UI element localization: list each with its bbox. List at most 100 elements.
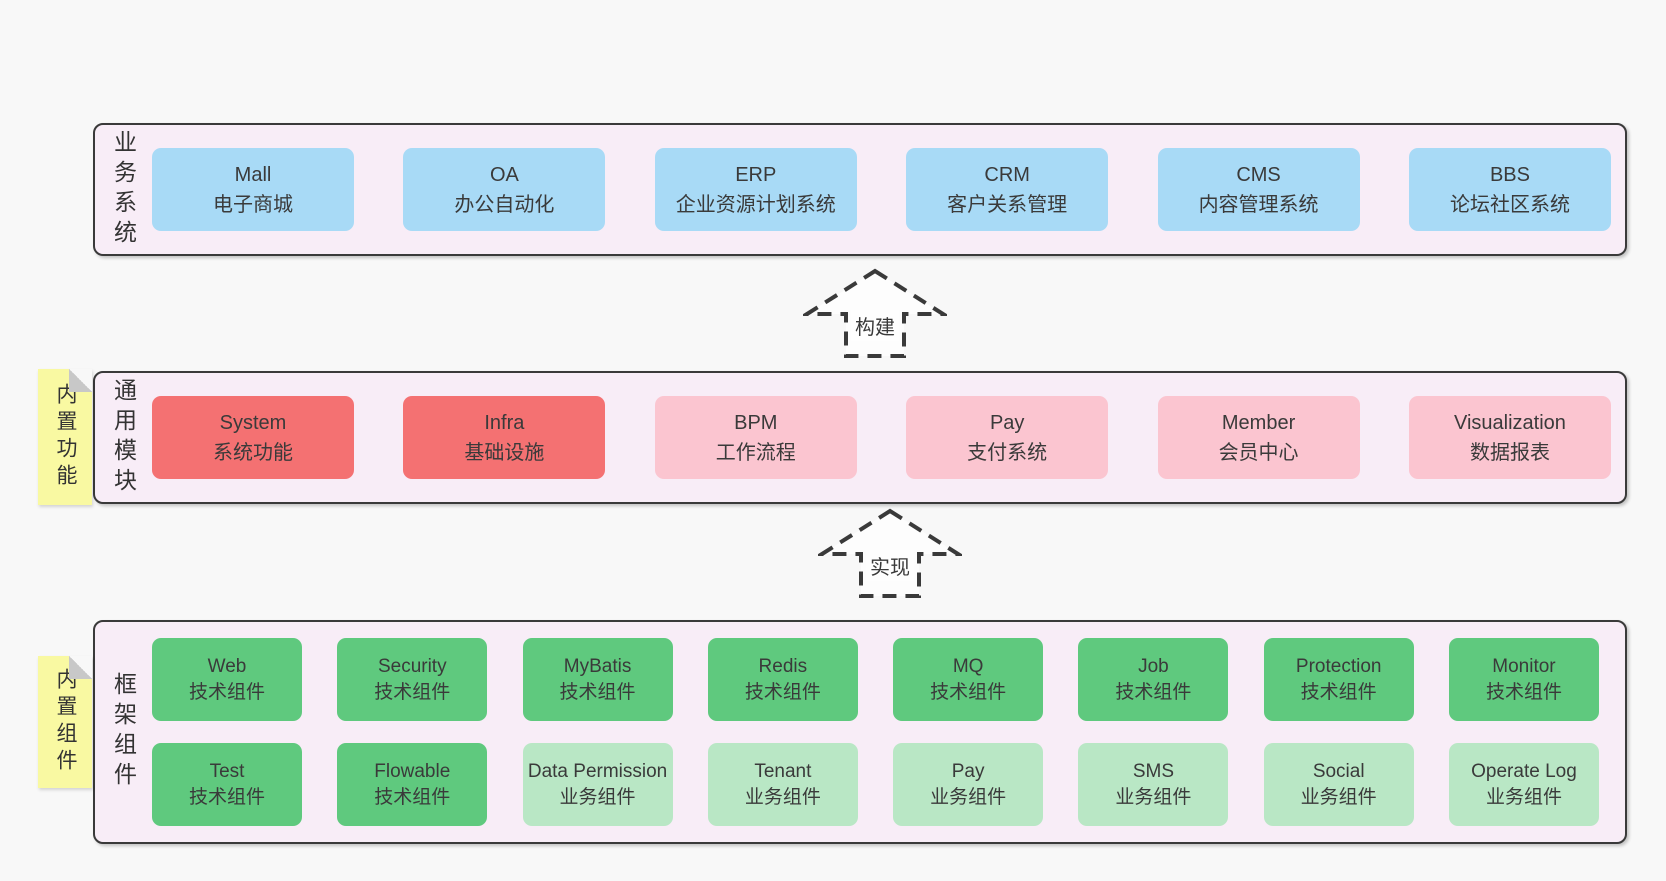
box-subtitle: 业务组件	[744, 786, 821, 808]
box-subtitle: 数据报表	[1469, 441, 1550, 464]
box-title: Pay	[989, 411, 1025, 434]
framework-row-2: Test 技术组件 Flowable 技术组件 Data Permission …	[152, 743, 1599, 826]
box-test: Test 技术组件	[152, 743, 302, 826]
box-subtitle: 技术组件	[744, 681, 821, 703]
box-mybatis: MyBatis 技术组件	[522, 638, 673, 721]
box-title: ERP	[735, 163, 777, 186]
box-subtitle: 企业资源计划系统	[675, 193, 836, 216]
box-oa: OA 办公自动化	[403, 148, 606, 231]
framework-row-1: Web 技术组件 Security 技术组件 MyBatis 技术组件 Redi…	[152, 638, 1599, 721]
box-title: Data Permission	[527, 761, 668, 783]
box-subtitle: 技术组件	[374, 681, 451, 703]
box-job: Job 技术组件	[1078, 638, 1229, 721]
arrow-implement-label: 实现	[866, 550, 914, 581]
box-title: Job	[1138, 656, 1169, 678]
band-framework-components: 框架组件 Web 技术组件 Security 技术组件 MyBatis 技术组件…	[93, 620, 1627, 844]
box-subtitle: 业务组件	[930, 786, 1007, 808]
box-subtitle: 技术组件	[188, 681, 265, 703]
box-erp: ERP 企业资源计划系统	[654, 148, 857, 231]
box-subtitle: 业务组件	[1300, 786, 1377, 808]
box-title: Monitor	[1492, 656, 1556, 678]
note-built-in-features: 内置功能	[38, 369, 92, 505]
box-subtitle: 技术组件	[1300, 681, 1377, 703]
box-title: Visualization	[1453, 411, 1566, 434]
box-subtitle: 工作流程	[715, 441, 796, 464]
box-title: Test	[209, 761, 245, 783]
arrow-build: 构建	[803, 268, 947, 360]
band-common-modules-label: 通用模块	[110, 377, 137, 498]
box-title: CRM	[984, 163, 1030, 186]
box-title: Protection	[1295, 656, 1382, 678]
box-title: SMS	[1132, 761, 1174, 783]
box-subtitle: 技术组件	[188, 786, 265, 808]
arrow-build-label: 构建	[851, 310, 899, 341]
box-title: CMS	[1236, 163, 1281, 186]
box-subtitle: 技术组件	[1485, 681, 1562, 703]
box-security: Security 技术组件	[337, 638, 488, 721]
box-bpm: BPM 工作流程	[654, 396, 857, 479]
common-modules-boxes: System 系统功能 Infra 基础设施 BPM 工作流程 Pay 支付系统…	[152, 373, 1625, 502]
box-data-permission: Data Permission 业务组件	[522, 743, 673, 826]
box-title: Infra	[484, 411, 525, 434]
box-title: System	[219, 411, 287, 434]
box-title: OA	[489, 163, 519, 186]
note-built-in-components: 内置组件	[38, 656, 92, 788]
box-subtitle: 基础设施	[464, 441, 545, 464]
box-subtitle: 业务组件	[559, 786, 636, 808]
box-title: Member	[1221, 411, 1296, 434]
box-title: Pay	[951, 761, 985, 783]
box-protection: Protection 技术组件	[1263, 638, 1414, 721]
box-title: Web	[207, 656, 247, 678]
box-title: Mall	[234, 163, 272, 186]
business-systems-boxes: Mall 电子商城 OA 办公自动化 ERP 企业资源计划系统 CRM 客户关系…	[152, 125, 1625, 254]
box-title: Operate Log	[1471, 761, 1577, 783]
box-monitor: Monitor 技术组件	[1448, 638, 1599, 721]
box-social: Social 业务组件	[1263, 743, 1414, 826]
box-subtitle: 客户关系管理	[947, 193, 1068, 216]
arrow-implement: 实现	[818, 508, 962, 600]
box-title: Redis	[758, 656, 808, 678]
box-subtitle: 论坛社区系统	[1449, 193, 1570, 216]
band-business-systems-label: 业务系统	[110, 129, 137, 250]
box-redis: Redis 技术组件	[707, 638, 858, 721]
box-title: MyBatis	[563, 656, 632, 678]
box-title: BBS	[1489, 163, 1530, 186]
box-subtitle: 技术组件	[559, 681, 636, 703]
box-web: Web 技术组件	[152, 638, 302, 721]
box-operate-log: Operate Log 业务组件	[1448, 743, 1599, 826]
box-subtitle: 技术组件	[1115, 681, 1192, 703]
box-crm: CRM 客户关系管理	[906, 148, 1109, 231]
box-subtitle: 技术组件	[930, 681, 1007, 703]
box-bbs: BBS 论坛社区系统	[1408, 148, 1611, 231]
box-sms: SMS 业务组件	[1078, 743, 1229, 826]
box-system: System 系统功能	[152, 396, 354, 479]
framework-components-rows: Web 技术组件 Security 技术组件 MyBatis 技术组件 Redi…	[152, 622, 1625, 842]
band-business-systems: 业务系统 Mall 电子商城 OA 办公自动化 ERP 企业资源计划系统 CRM…	[93, 123, 1627, 256]
box-title: BPM	[734, 411, 778, 434]
band-framework-components-label: 框架组件	[110, 672, 137, 792]
box-tenant: Tenant 业务组件	[707, 743, 858, 826]
box-title: Tenant	[754, 761, 812, 783]
box-flowable: Flowable 技术组件	[337, 743, 488, 826]
box-subtitle: 办公自动化	[454, 193, 555, 216]
box-mq: MQ 技术组件	[893, 638, 1044, 721]
box-pay-module: Pay 支付系统	[906, 396, 1109, 479]
box-subtitle: 系统功能	[213, 441, 293, 464]
box-subtitle: 内容管理系统	[1198, 193, 1319, 216]
box-title: MQ	[952, 656, 984, 678]
box-subtitle: 支付系统	[967, 441, 1048, 464]
box-title: Security	[377, 656, 447, 678]
box-member: Member 会员中心	[1157, 396, 1360, 479]
box-subtitle: 业务组件	[1115, 786, 1192, 808]
box-subtitle: 电子商城	[213, 193, 293, 216]
box-subtitle: 业务组件	[1485, 786, 1562, 808]
band-common-modules: 通用模块 System 系统功能 Infra 基础设施 BPM 工作流程 Pay…	[93, 371, 1627, 504]
box-title: Flowable	[374, 761, 451, 783]
box-pay-component: Pay 业务组件	[893, 743, 1044, 826]
box-title: Social	[1312, 761, 1365, 783]
box-subtitle: 会员中心	[1218, 441, 1299, 464]
box-mall: Mall 电子商城	[152, 148, 354, 231]
box-visualization: Visualization 数据报表	[1408, 396, 1611, 479]
box-cms: CMS 内容管理系统	[1157, 148, 1360, 231]
box-infra: Infra 基础设施	[403, 396, 606, 479]
